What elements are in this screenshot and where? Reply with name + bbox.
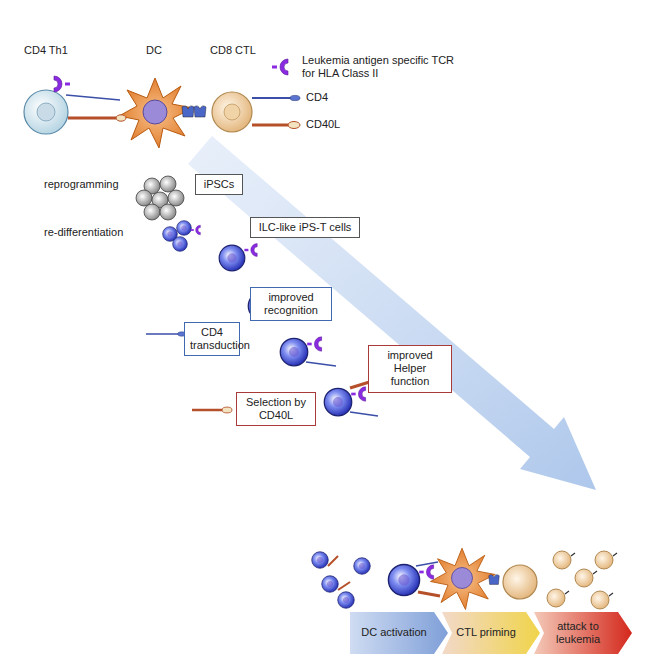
step-box: Selection by CD40L [236, 392, 316, 426]
improvement-box: improved recognition [250, 287, 332, 321]
box-text: improved Helper function [374, 349, 446, 389]
box-text: iPSCs [201, 178, 237, 191]
label-text: re-differentiation [44, 226, 123, 239]
box-text: CTL priming [450, 626, 532, 639]
legend-text: CD4 [306, 91, 328, 103]
label-text: CD4 Th1 [24, 44, 68, 57]
legend-entry: Leukemia antigen specific TCR for HLA Cl… [302, 54, 462, 80]
outcome-arrow: DC activation [350, 612, 448, 654]
box-text: CD4 transduction [190, 326, 234, 352]
label-text: CD8 CTL [210, 44, 256, 57]
stage-box: ILC-like iPS-T cells [250, 217, 360, 238]
box-text: attack to leukemia [534, 620, 632, 646]
box-text: DC activation [355, 626, 442, 639]
legend-entry: CD4 [306, 91, 386, 104]
outcome-arrow: attack to leukemia [534, 612, 632, 654]
label-text: DC [146, 44, 162, 57]
box-text: ILC-like iPS-T cells [256, 221, 354, 234]
box-text: Selection by CD40L [242, 396, 310, 422]
step-box: CD4 transduction [184, 322, 240, 356]
arrow-fill [350, 612, 448, 654]
arrow-fill [442, 612, 540, 654]
legend-text: CD40L [306, 118, 340, 130]
box-text: improved recognition [256, 291, 326, 317]
improvement-box: improved Helper function [368, 345, 452, 393]
outcome-arrow: CTL priming [442, 612, 540, 654]
legend-text: Leukemia antigen specific TCR for HLA Cl… [302, 54, 454, 79]
arrow-fill [534, 612, 632, 654]
legend-entry: CD40L [306, 118, 386, 131]
stage-box: iPSCs [195, 174, 243, 195]
label-text: reprogramming [44, 178, 119, 191]
